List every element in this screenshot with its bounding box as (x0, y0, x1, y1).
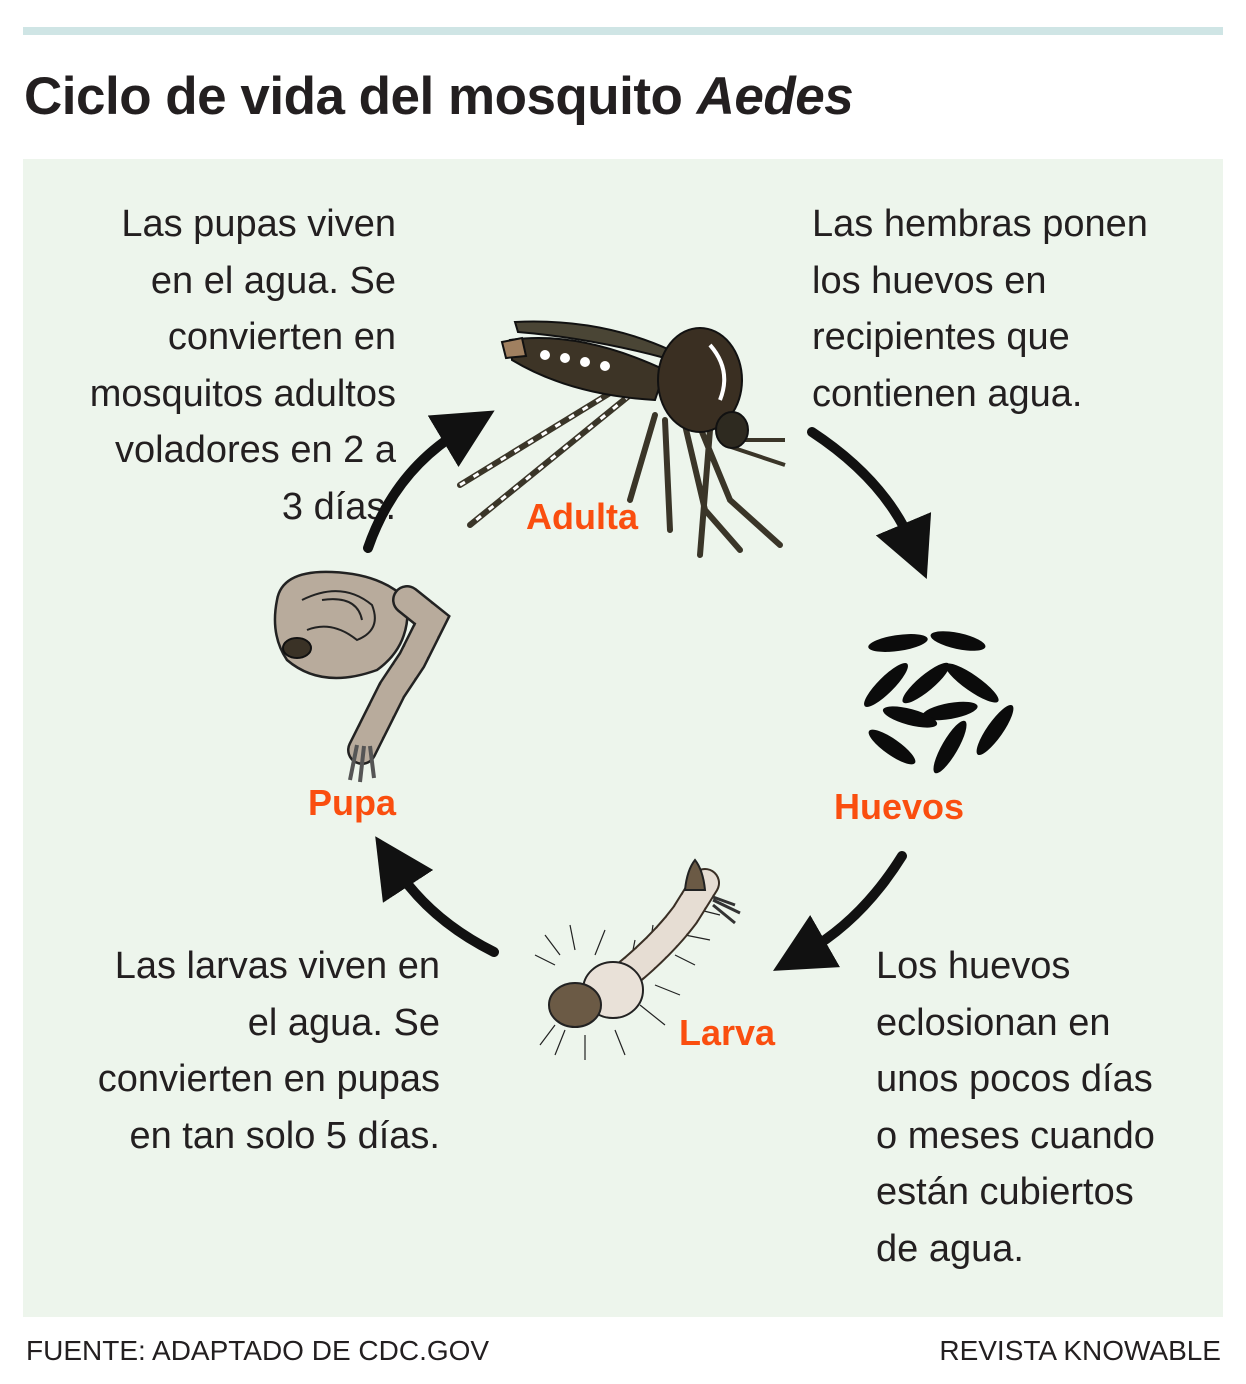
adult-description: Las hembras ponen los huevos en recipien… (812, 203, 1148, 415)
pupa-description: Las pupas viven en el agua. Se convierte… (89, 203, 396, 528)
arrow-larva-to-pupa-icon (375, 836, 499, 957)
arrow-adult-to-eggs-icon (807, 427, 932, 580)
eggs-description: Los huevos eclosionan en unos pocos días… (876, 945, 1155, 1270)
stage-label-larva: Larva (679, 1012, 776, 1053)
pupa-icon (273, 570, 451, 783)
publisher-credit: REVISTA KNOWABLE (939, 1335, 1221, 1366)
source-credit: FUENTE: ADAPTADO DE CDC.GOV (26, 1335, 490, 1366)
eggs-icon (864, 631, 1014, 774)
top-rule (23, 27, 1223, 35)
page-title: Ciclo de vida del mosquito Aedes (24, 62, 854, 132)
arrow-pupa-to-adult-icon (363, 410, 495, 553)
title-main: Ciclo de vida del mosquito (24, 67, 697, 126)
adult-mosquito-icon (457, 320, 786, 558)
larva-description: Las larvas viven en el agua. Se conviert… (97, 945, 440, 1157)
stage-label-pupa: Pupa (308, 782, 397, 823)
arrow-eggs-to-larva-icon (773, 851, 907, 971)
larva-icon (534, 858, 741, 1060)
title-genus: Aedes (696, 67, 854, 126)
stage-label-adult: Adulta (526, 496, 638, 537)
stage-label-eggs: Huevos (834, 786, 965, 827)
